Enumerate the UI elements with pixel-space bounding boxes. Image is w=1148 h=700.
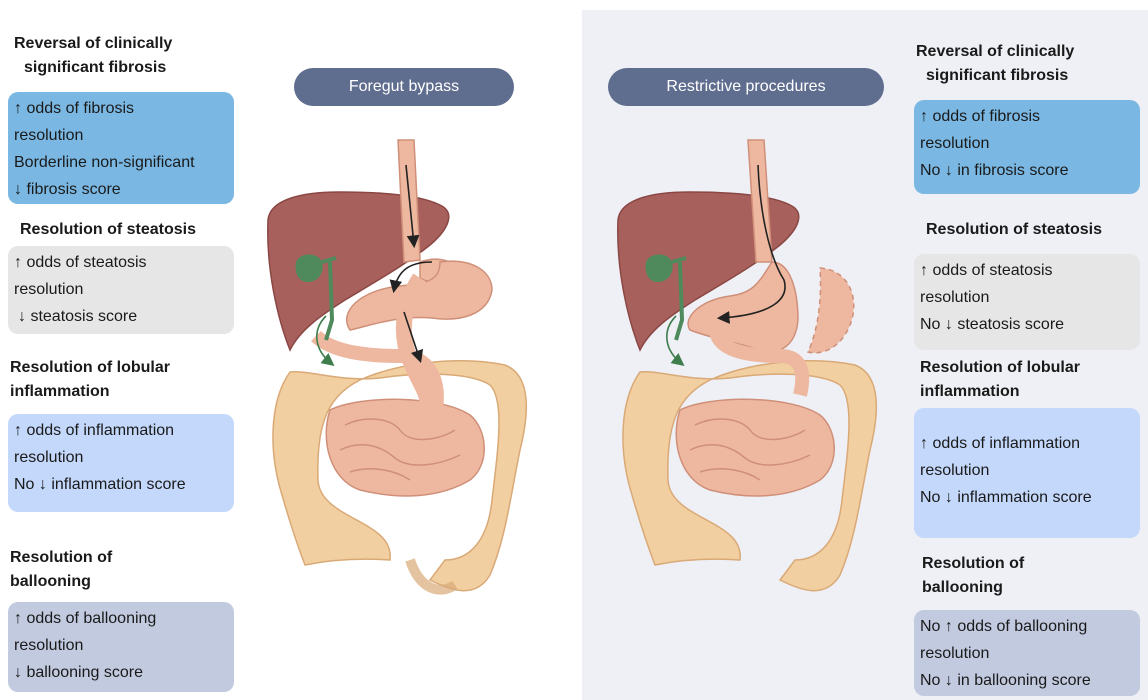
right-fibrosis-heading: Reversal of clinically significant fibro… <box>916 40 1074 88</box>
right-steatosis-box: ↑ odds of steatosis resolution No ↓ stea… <box>914 254 1140 350</box>
foregut-bypass-illustration <box>268 140 526 591</box>
right-ballooning-heading: Resolution of ballooning <box>922 552 1024 600</box>
right-steatosis-heading: Resolution of steatosis <box>926 218 1102 242</box>
right-fibrosis-box: ↑ odds of fibrosis resolution No ↓ in fi… <box>914 100 1140 194</box>
small-intestine <box>326 399 484 496</box>
left-ballooning-heading: Resolution of ballooning <box>10 546 112 594</box>
restrictive-procedures-label: Restrictive procedures <box>608 68 884 106</box>
foregut-bypass-label: Foregut bypass <box>294 68 514 106</box>
left-inflammation-box: ↑ odds of inflammation resolution No ↓ i… <box>8 414 234 512</box>
right-inflammation-heading: Resolution of lobular inflammation <box>920 356 1080 404</box>
right-inflammation-box: ↑ odds of inflammation resolution No ↓ i… <box>914 408 1140 538</box>
left-fibrosis-box: ↑ odds of fibrosis resolution Borderline… <box>8 92 234 204</box>
small-intestine <box>676 399 834 496</box>
left-inflammation-heading: Resolution of lobular inflammation <box>10 356 170 404</box>
excised-stomach <box>808 268 854 353</box>
right-ballooning-box: No ↑ odds of ballooning resolution No ↓ … <box>914 610 1140 696</box>
restrictive-illustration <box>618 140 876 591</box>
left-fibrosis-heading: Reversal of clinically significant fibro… <box>14 32 172 80</box>
left-steatosis-box: ↑ odds of steatosis resolution ↓ steatos… <box>8 246 234 334</box>
left-steatosis-heading: Resolution of steatosis <box>20 218 196 242</box>
left-ballooning-box: ↑ odds of ballooning resolution ↓ balloo… <box>8 602 234 692</box>
